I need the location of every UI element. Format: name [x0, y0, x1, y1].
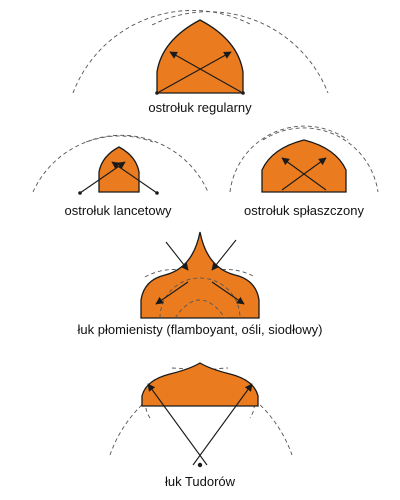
label-regular: ostrołuk regularny	[148, 100, 252, 115]
tudor-arch-shape	[141, 362, 259, 407]
radius-arrow-left	[147, 383, 208, 466]
radius-arrow-right	[111, 161, 158, 194]
radius-arrow-right	[169, 51, 242, 93]
label-tudor: łuk Tudorów	[164, 474, 236, 489]
guide-arc-upper-right	[194, 269, 256, 278]
radius-arrow-lower-left	[155, 281, 189, 305]
radius-arrow-upper-left	[165, 241, 189, 271]
lancet-arch-shape	[98, 146, 140, 193]
guide-arc-right	[151, 11, 329, 94]
label-flattened: ostrołuk spłaszczony	[244, 203, 364, 218]
radius-arrow-lower-right	[211, 281, 245, 305]
arch-flamboyant	[140, 231, 260, 319]
arch-flattened	[229, 125, 379, 193]
guide-arc-left	[72, 10, 251, 94]
regular-arch-shape	[156, 19, 244, 94]
radius-arrow-left	[158, 51, 232, 93]
flamboyant-arch-shape	[140, 231, 260, 319]
guide-arc-upper-left	[144, 269, 206, 278]
label-flamboyant: łuk płomienisty (flamboyant, ośli, siodł…	[77, 322, 323, 337]
guide-arc-right	[262, 127, 379, 193]
center-point-left	[78, 191, 82, 195]
flattened-arch-shape	[261, 139, 347, 193]
radius-arrow-right	[192, 383, 253, 466]
arch-tudor	[109, 362, 293, 468]
center-point-right	[241, 91, 245, 95]
guide-arc-left	[229, 125, 349, 193]
guide-arc-left	[32, 135, 154, 193]
center-point	[197, 462, 203, 468]
arch-lancet	[32, 134, 209, 195]
guide-arc-right	[85, 134, 209, 193]
radius-arrow-upper-right	[211, 239, 237, 271]
center-point-left	[155, 91, 159, 95]
radius-arrow-right	[281, 157, 327, 191]
center-point-right	[155, 191, 159, 195]
guide-arc-lower-right	[174, 299, 226, 319]
label-lancet: ostrołuk lancetowy	[64, 203, 172, 218]
arch-regular	[72, 10, 329, 95]
